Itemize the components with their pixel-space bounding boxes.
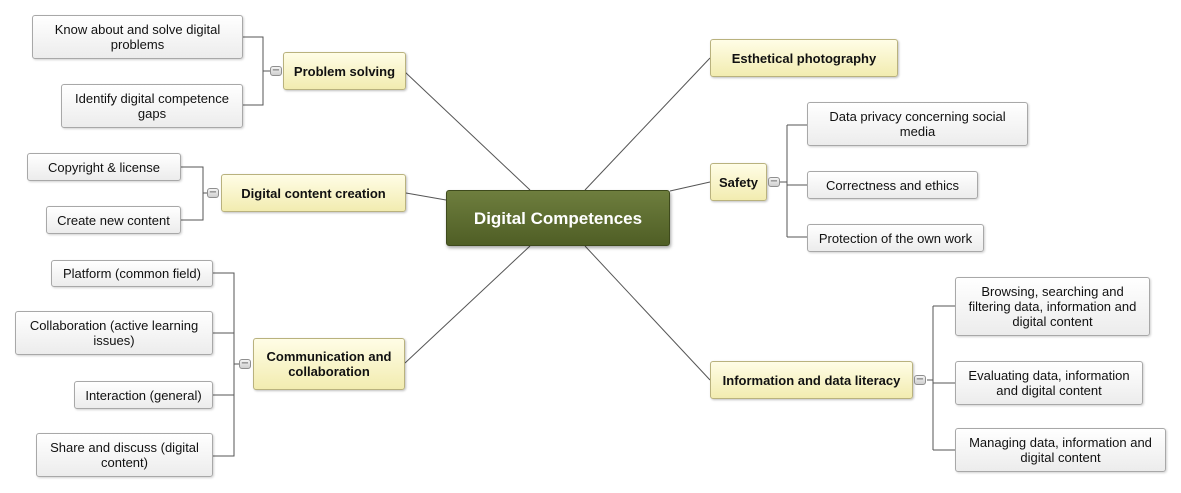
central-topic[interactable]: Digital Competences	[446, 190, 670, 246]
subtopic-correctness-ethics[interactable]: Correctness and ethics	[807, 171, 978, 199]
topic-information-data-literacy[interactable]: Information and data literacy	[710, 361, 913, 399]
collapse-toggle-content-creation[interactable]: −	[207, 187, 219, 198]
subtopic-platform[interactable]: Platform (common field)	[51, 260, 213, 287]
subtopic-create-new-content[interactable]: Create new content	[46, 206, 181, 234]
subtopic-share-discuss[interactable]: Share and discuss (digital content)	[36, 433, 213, 477]
subtopic-data-privacy[interactable]: Data privacy concerning social media	[807, 102, 1028, 146]
topic-digital-content-creation[interactable]: Digital content creation	[221, 174, 406, 212]
connector-communication	[404, 245, 531, 364]
connector-info-literacy	[584, 245, 711, 381]
connector-safety	[669, 181, 711, 192]
subtopic-identify-gaps[interactable]: Identify digital competence gaps	[61, 84, 243, 128]
topic-safety[interactable]: Safety	[710, 163, 767, 201]
subtopic-interaction[interactable]: Interaction (general)	[74, 381, 213, 409]
bracket-problem-solving	[243, 36, 270, 106]
topic-communication-collaboration[interactable]: Communication and collaboration	[253, 338, 405, 390]
subtopic-copyright-license[interactable]: Copyright & license	[27, 153, 181, 181]
collapse-toggle-info-literacy[interactable]: −	[914, 374, 926, 385]
bracket-safety	[780, 124, 807, 238]
connector-problem-solving	[404, 71, 531, 191]
collapse-toggle-problem-solving[interactable]: −	[270, 65, 282, 76]
subtopic-browsing-searching[interactable]: Browsing, searching and filtering data, …	[955, 277, 1150, 336]
subtopic-protection-own-work[interactable]: Protection of the own work	[807, 224, 984, 252]
subtopic-evaluating-data[interactable]: Evaluating data, information and digital…	[955, 361, 1143, 405]
collapse-toggle-safety[interactable]: −	[768, 176, 780, 187]
bracket-content-creation	[181, 166, 207, 221]
topic-problem-solving[interactable]: Problem solving	[283, 52, 406, 90]
collapse-toggle-communication[interactable]: −	[239, 358, 251, 369]
connector-content-creation	[405, 192, 447, 201]
bracket-communication	[213, 272, 239, 457]
bracket-info-literacy	[927, 305, 955, 451]
connector-photography	[584, 57, 711, 191]
subtopic-managing-data[interactable]: Managing data, information and digital c…	[955, 428, 1166, 472]
subtopic-know-solve-problems[interactable]: Know about and solve digital problems	[32, 15, 243, 59]
topic-esthetical-photography[interactable]: Esthetical photography	[710, 39, 898, 77]
subtopic-collaboration[interactable]: Collaboration (active learning issues)	[15, 311, 213, 355]
